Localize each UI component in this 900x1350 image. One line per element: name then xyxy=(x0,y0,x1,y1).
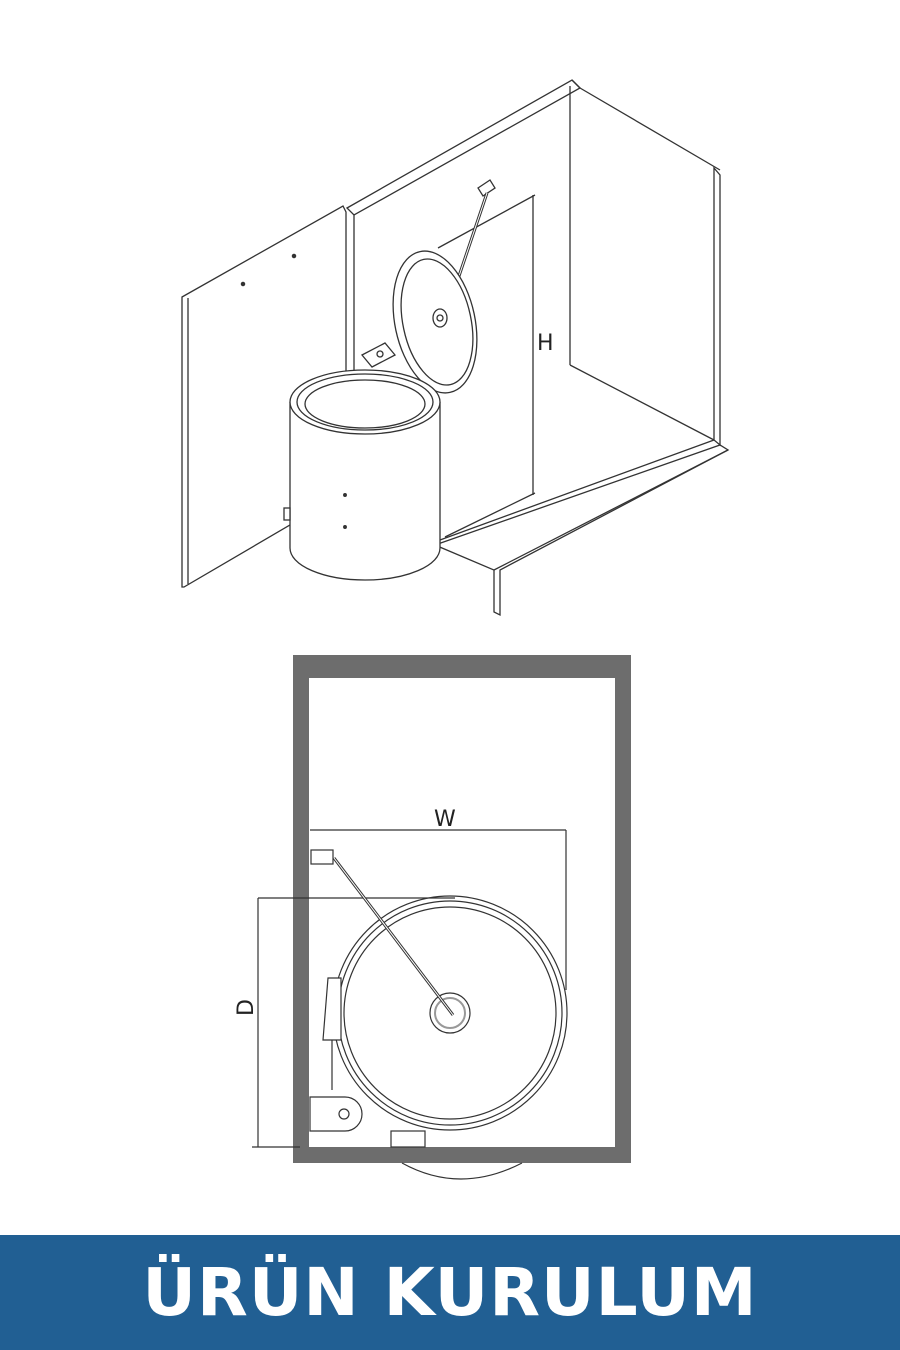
installation-diagram: H W D xyxy=(181,79,730,1180)
isometric-cabinet-view xyxy=(181,79,730,617)
cabinet-left-side xyxy=(345,79,582,216)
banner-title: ÜRÜN KURULUM xyxy=(142,1254,758,1331)
height-label: H xyxy=(537,331,554,356)
cabinet-right-side xyxy=(713,166,721,447)
top-view xyxy=(252,655,631,1180)
bin-lid xyxy=(392,250,478,394)
depth-label: D xyxy=(234,999,259,1016)
width-label: W xyxy=(434,807,456,832)
cabinet-floor-edge xyxy=(433,444,730,617)
title-banner: ÜRÜN KURULUM xyxy=(0,1235,900,1350)
cabinet-outline xyxy=(293,655,631,1163)
waste-bin xyxy=(283,369,441,581)
